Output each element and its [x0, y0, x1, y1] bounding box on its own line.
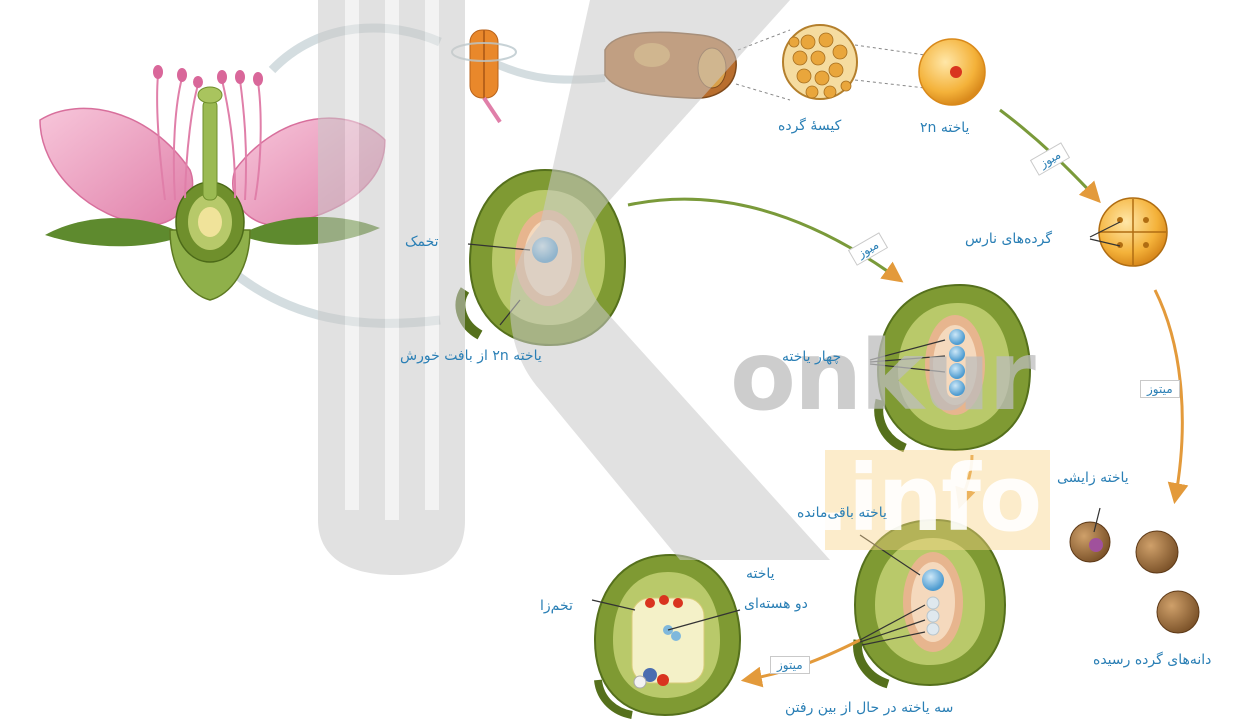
tetrad-icon — [1099, 198, 1167, 266]
label-generative-cell: یاخته زایشی — [1057, 470, 1129, 486]
arrow-meiosis-ovule — [628, 199, 900, 280]
label-2n-from-nucellus: یاخته ۲n از بافت خورش — [400, 348, 542, 364]
label-four-cells: چهار یاخته — [782, 349, 841, 365]
pollen-grain-icon — [1070, 522, 1199, 633]
cell-icon — [919, 39, 985, 105]
ovule-icon — [595, 555, 740, 715]
label-pollen-sac: کیسهٔ گرده — [778, 118, 841, 134]
tag-mitosis-ovule: میتوز — [770, 656, 810, 674]
label-remaining-cell: یاخته باقی‌مانده — [797, 505, 887, 521]
label-three-degenerating: سه یاخته در حال از بین رفتن — [785, 700, 953, 716]
watermark-suffix-text: .info — [815, 445, 1040, 552]
label-binucleate-line2: دو هسته‌ای — [744, 596, 808, 612]
pollen-sac-icon — [783, 25, 857, 99]
tag-mitosis-pollen: میتوز — [1140, 380, 1180, 398]
label-egg-cell: تخم‌زا — [540, 598, 573, 614]
watermark-brand-text: onkur — [730, 320, 1034, 432]
label-tetrad-pollen: گرده‌های نارس — [965, 231, 1052, 247]
label-ovule: تخمک — [405, 234, 439, 250]
label-mature-pollen: دانه‌های گرده رسیده — [1093, 652, 1211, 668]
label-binucleate-line1: یاخته — [746, 566, 775, 582]
label-2n-cell: یاخته ۲n — [920, 120, 969, 136]
